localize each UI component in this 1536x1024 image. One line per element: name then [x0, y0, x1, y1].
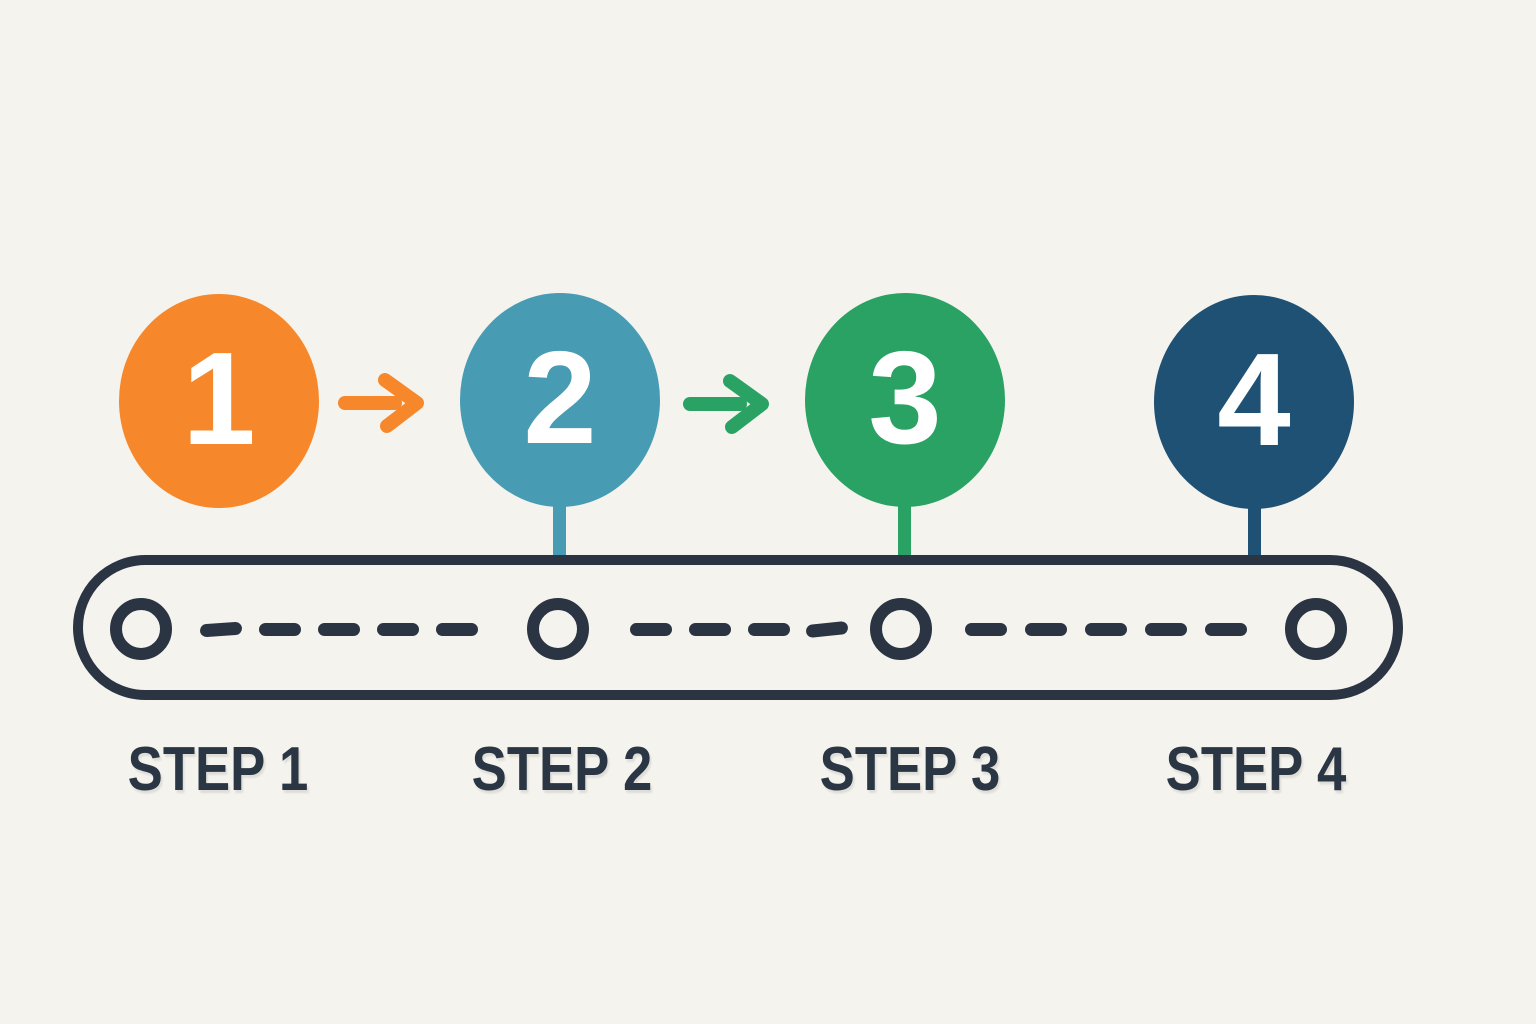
step-4-number: 4 [1217, 326, 1291, 473]
timeline-track [73, 555, 1403, 700]
track-dash [689, 623, 731, 636]
step-3-label: STEP 3 [819, 735, 1001, 804]
step-1-number: 1 [182, 325, 256, 472]
step-4-circle: 4 [1154, 295, 1354, 509]
step-1-label: STEP 1 [127, 735, 309, 804]
step-3-stem [898, 495, 911, 557]
track-dash [965, 623, 1007, 636]
step-3-circle: 3 [805, 293, 1005, 507]
track-dash [318, 623, 360, 636]
arrow-step1-to-step2-icon [338, 373, 424, 433]
arrow-step2-to-step3-icon [683, 374, 769, 434]
step-3-number: 3 [868, 324, 942, 471]
track-dash [1145, 623, 1187, 636]
step-1-circle: 1 [119, 294, 319, 508]
track-dash [259, 623, 301, 636]
track-node-3 [870, 598, 932, 660]
track-dash [748, 623, 790, 636]
track-node-2 [527, 598, 589, 660]
track-dash [1205, 623, 1247, 636]
step-2-number: 2 [523, 324, 597, 471]
track-node-4 [1285, 598, 1347, 660]
track-dash [436, 623, 478, 636]
step-4-stem [1248, 500, 1261, 558]
track-node-1 [110, 598, 172, 660]
track-dash [377, 623, 419, 636]
step-2-stem [553, 495, 566, 557]
step-2-label: STEP 2 [471, 735, 653, 804]
track-dash [1025, 623, 1067, 636]
track-dash [1085, 623, 1127, 636]
step-2-circle: 2 [460, 293, 660, 507]
step-4-label: STEP 4 [1165, 735, 1347, 804]
track-dash [630, 623, 672, 636]
